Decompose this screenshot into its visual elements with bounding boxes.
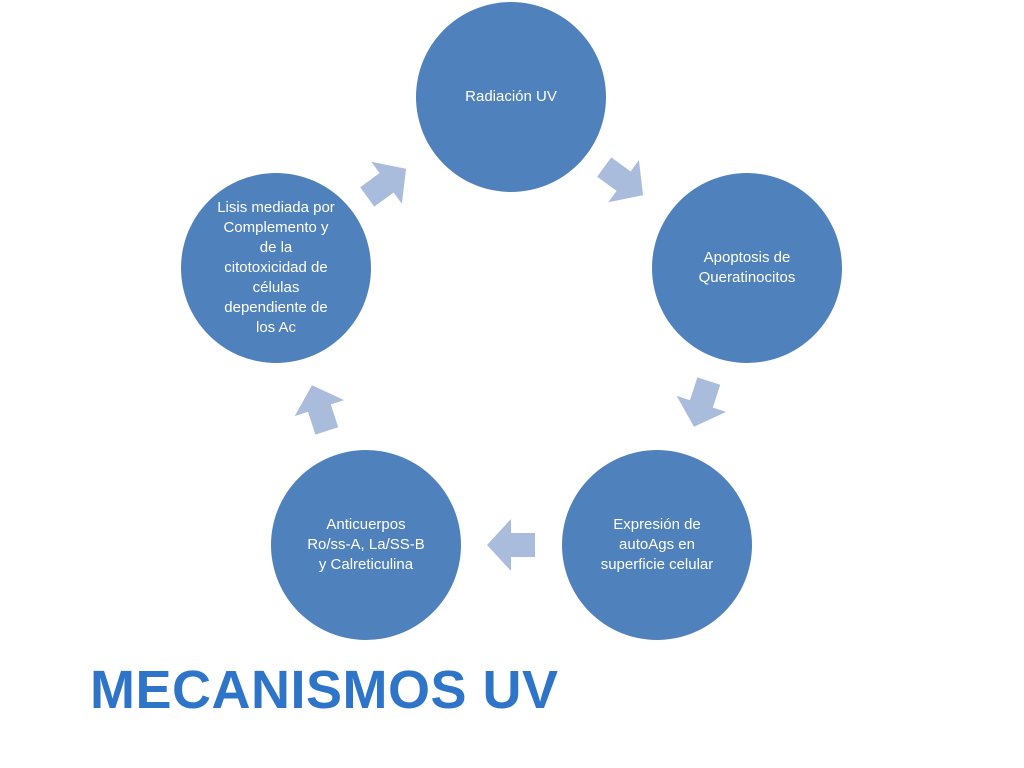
node-label: Radiación UV <box>465 88 557 105</box>
node-expresion-autoags: Expresión de autoAgs en superficie celul… <box>562 450 752 640</box>
node-label: Expresión de autoAgs en superficie celul… <box>600 516 714 573</box>
node-anticuerpos: Anticuerpos Ro/ss-A, La/SS-B y Calreticu… <box>271 450 461 640</box>
node-label: Anticuerpos Ro/ss-A, La/SS-B y Calreticu… <box>307 516 425 573</box>
arrow-anticuerpos-to-lisis <box>294 385 345 435</box>
node-lisis-complemento: Lisis mediada por Complemento y de la ci… <box>181 173 371 363</box>
slide-title: MECANISMOS UV <box>90 660 559 720</box>
arrow-apoptosis-to-expresion <box>676 377 727 427</box>
node-apoptosis: Apoptosis de Queratinocitos <box>652 173 842 363</box>
node-radiacion-uv: Radiación UV <box>416 2 606 192</box>
node-label: Lisis mediada por Complemento y de la ci… <box>217 199 335 336</box>
node-label: Apoptosis de Queratinocitos <box>698 249 796 286</box>
arrow-radiacion-to-apoptosis <box>597 157 644 203</box>
arrow-lisis-to-radiacion <box>360 161 407 207</box>
arrow-expresion-to-anticuerpos <box>487 519 535 571</box>
